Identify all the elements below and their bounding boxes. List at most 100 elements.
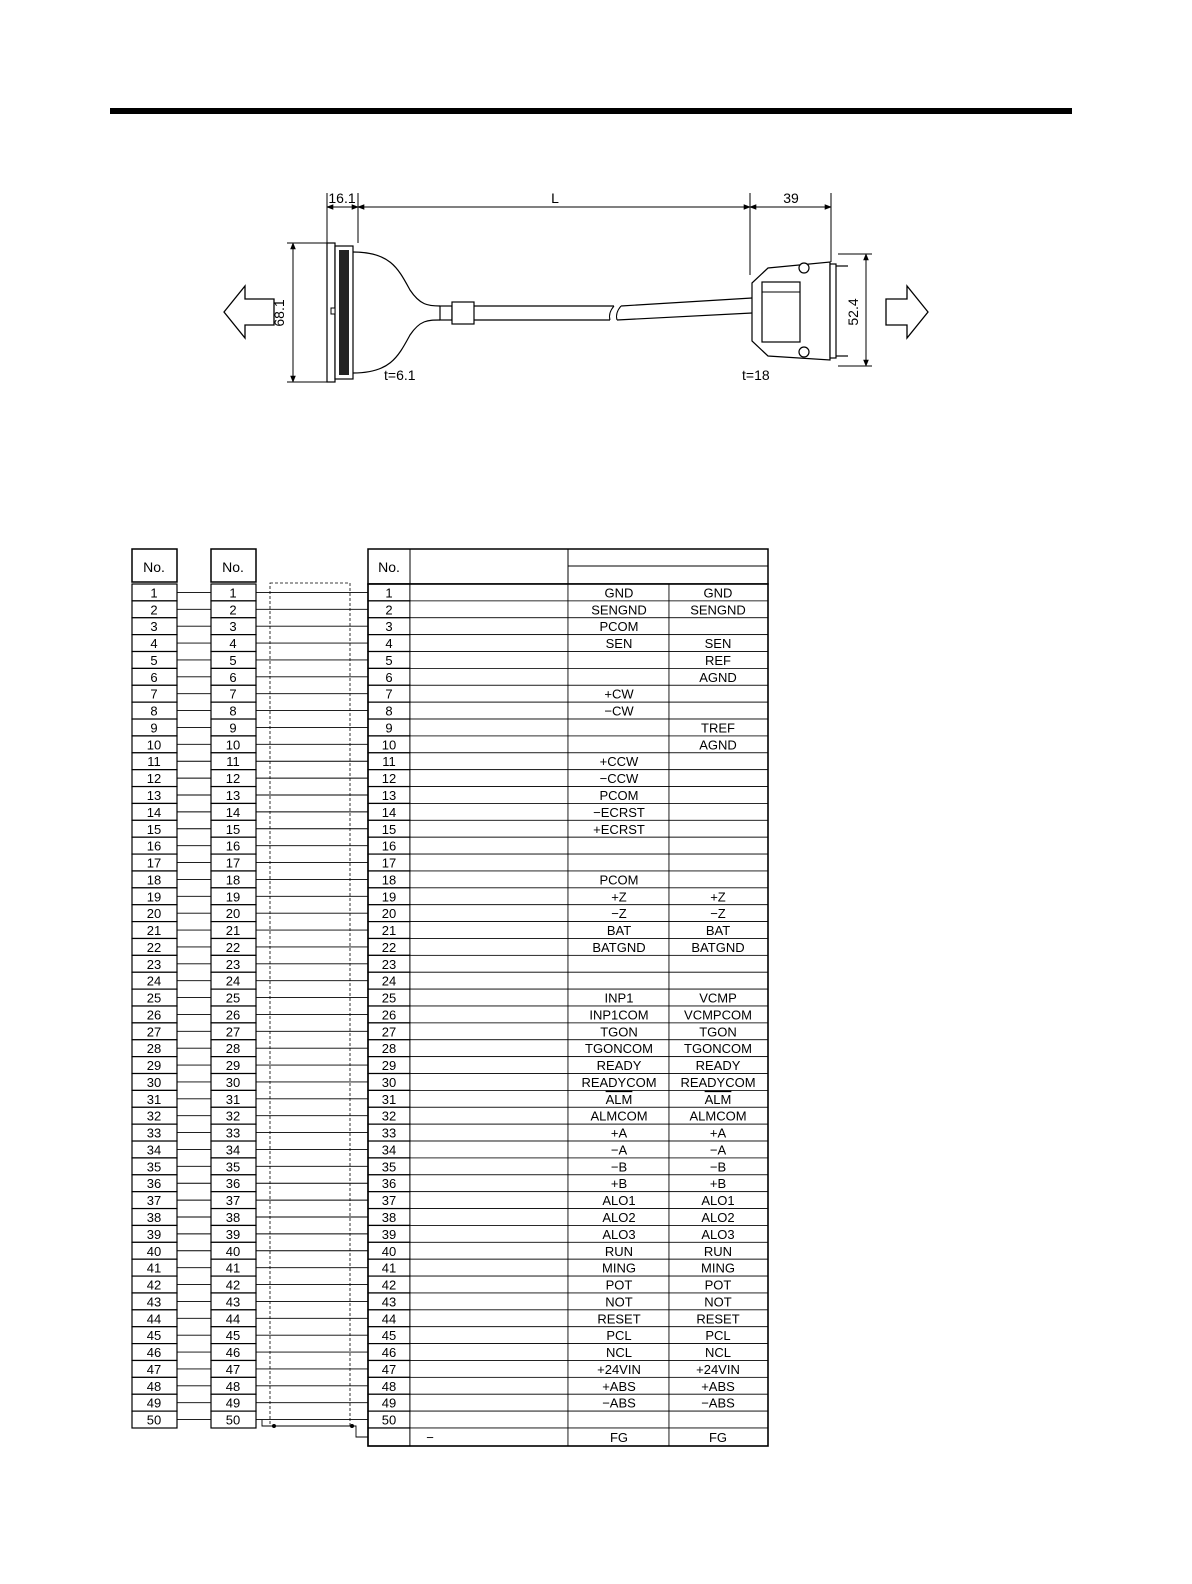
signal-b: ALO2: [701, 1210, 734, 1225]
wire-color-cell: [409, 651, 569, 669]
signal-a: −ECRST: [593, 805, 645, 820]
dim-left-width: 16.1: [328, 190, 355, 206]
signal-a-cell: [567, 1410, 670, 1429]
left-pin-number: 39: [147, 1227, 161, 1242]
signal-b: ALO3: [701, 1227, 734, 1242]
signal-b-cell: [668, 752, 769, 771]
signal-b: POT: [705, 1278, 732, 1293]
right-pin-number: 19: [382, 889, 396, 904]
signal-b: TGON: [699, 1024, 737, 1039]
left-pin-number: 14: [147, 805, 161, 820]
right-pin-number: 48: [382, 1379, 396, 1394]
wire-color-cell: [409, 668, 569, 686]
mid-pin-number: 6: [229, 670, 236, 685]
mid-pin-number: 37: [226, 1193, 240, 1208]
wire-color-cell: [409, 684, 569, 703]
mid-pin-number: 41: [226, 1261, 240, 1276]
right-pin-number: 9: [385, 720, 392, 735]
signal-b: SENGND: [690, 602, 746, 617]
signal-a: ALO3: [602, 1227, 635, 1242]
signal-a: BAT: [607, 923, 631, 938]
right-connector: [751, 261, 848, 361]
mid-pin-number: 14: [226, 805, 240, 820]
right-pin-number: 5: [385, 653, 392, 668]
cable-drawing: 16.1 L 39 68.1 52.4 t=6.1: [223, 190, 929, 383]
wire-color-cell: [409, 617, 569, 636]
signal-a: PCOM: [600, 788, 639, 803]
left-pin-number: 21: [147, 923, 161, 938]
wire-color-cell: [409, 1191, 569, 1209]
signal-b: READY: [696, 1058, 741, 1073]
mid-pin-number: 24: [226, 974, 240, 989]
left-pin-number: 36: [147, 1176, 161, 1191]
left-pin-number: 31: [147, 1092, 161, 1107]
dim-cable-length: L: [551, 190, 559, 206]
mid-pin-number: 10: [226, 737, 240, 752]
mid-pin-number: 48: [226, 1379, 240, 1394]
signal-b: −ABS: [701, 1396, 735, 1411]
signal-b: VCMP: [699, 991, 737, 1006]
left-pin-number: 23: [147, 957, 161, 972]
arrow-left-icon: [223, 284, 275, 340]
left-pin-number: 24: [147, 974, 161, 989]
right-pin-number: 46: [382, 1345, 396, 1360]
fg-dash: −: [426, 1430, 434, 1445]
mid-pin-number: 11: [226, 754, 240, 769]
dim-right-width: 39: [783, 190, 799, 206]
signal-a: MING: [602, 1261, 636, 1276]
signal-b: TREF: [701, 720, 735, 735]
signal-a: POT: [606, 1278, 633, 1293]
signal-b: −B: [710, 1159, 726, 1174]
right-pin-number: 3: [385, 619, 392, 634]
mid-pin-number: 23: [226, 957, 240, 972]
left-pin-number: 4: [150, 636, 157, 651]
left-pin-number: 47: [147, 1362, 161, 1377]
wire-color-cell: [409, 769, 569, 787]
mid-pin-number: 9: [229, 720, 236, 735]
mid-pin-number: 27: [226, 1024, 240, 1039]
left-header-box: [131, 548, 178, 583]
right-pin-number: 20: [382, 906, 396, 921]
signal-b-cell: [668, 819, 769, 838]
mid-header-box: [210, 548, 257, 583]
signal-b: VCMPCOM: [684, 1007, 752, 1022]
mid-pin-number: 43: [226, 1294, 240, 1309]
signal-a: ALO2: [602, 1210, 635, 1225]
wire-color-cell: [409, 583, 569, 602]
signal-b: PCL: [705, 1328, 730, 1343]
wire-color-cell: [409, 1157, 569, 1176]
wire-color-cell: [409, 1241, 569, 1260]
wire-color-cell: [409, 1056, 569, 1074]
wire-color-cell: [409, 853, 569, 872]
mid-pin-number: 20: [226, 906, 240, 921]
wire-color-cell: [409, 1208, 569, 1226]
fg-signal-a: FG: [610, 1430, 628, 1445]
right-pin-number: 22: [382, 940, 396, 955]
wire-color-cell: [409, 1343, 569, 1361]
wire-color-cell: [409, 600, 569, 619]
signal-b-cell: [668, 684, 769, 703]
signal-a-cell: [567, 651, 670, 669]
mid-pin-number: 15: [226, 822, 240, 837]
wire-color-cell: [409, 1174, 569, 1193]
right-pin-number: 28: [382, 1041, 396, 1056]
right-pin-number: 27: [382, 1024, 396, 1039]
right-pin-number: 4: [385, 636, 392, 651]
right-pin-number: 25: [382, 991, 396, 1006]
signal-a: +CW: [604, 687, 634, 702]
right-pin-number: 31: [382, 1092, 396, 1107]
wire-color-cell: [409, 1326, 569, 1344]
wire-color-cell: [409, 870, 569, 889]
wire-color-cell: [409, 1225, 569, 1243]
wire-color-cell: [409, 1376, 569, 1395]
right-pin-number: 12: [382, 771, 396, 786]
signal-b-cell: [668, 786, 769, 804]
signal-b: ALO1: [701, 1193, 734, 1208]
left-pin-number: 44: [147, 1311, 161, 1326]
right-thickness-label: t=18: [742, 367, 770, 383]
mid-pin-number: 17: [226, 856, 240, 871]
signal-a: +B: [611, 1176, 627, 1191]
signal-a: −B: [611, 1159, 627, 1174]
signal-a: +ABS: [602, 1379, 636, 1394]
